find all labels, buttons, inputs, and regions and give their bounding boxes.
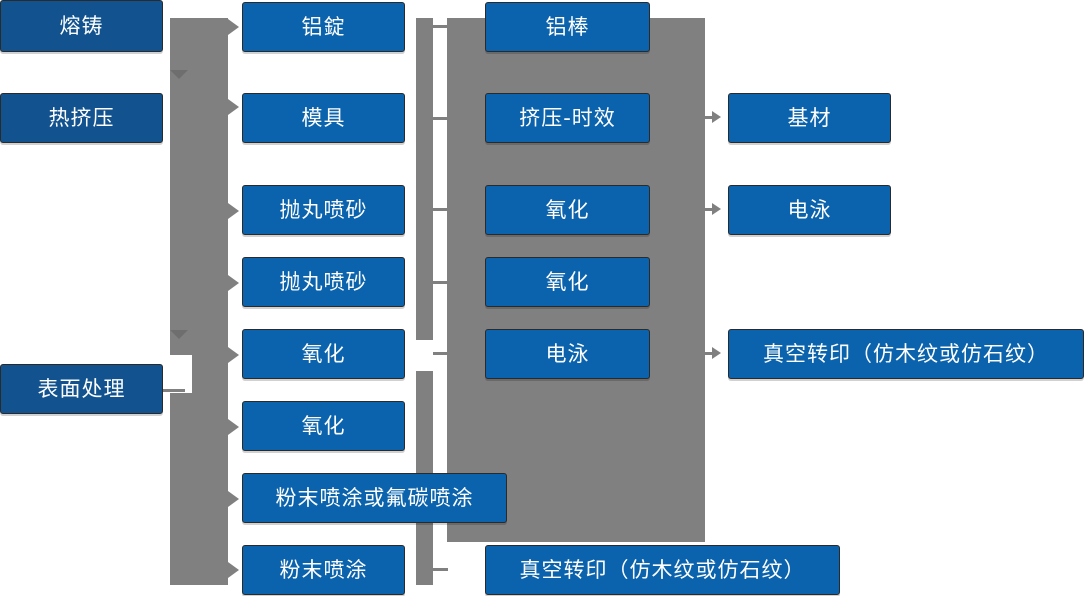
stage-bus-bar [170,18,228,585]
bus-arrow-5 [228,347,239,363]
stage-box-hot-extrusion[interactable]: 热挤压 [0,93,163,143]
stage-label: 熔铸 [59,13,104,38]
rail-tick-6 [433,568,448,571]
process-label: 粉末喷涂 [279,557,368,582]
process-box-aluminum-ingot[interactable]: 铝錠 [242,2,405,52]
detail-label: 氧化 [545,269,590,294]
output-stem-2 [705,208,717,211]
process-box-shot-blasting-2[interactable]: 抛丸喷砂 [242,257,405,307]
detail-box-oxidation-1[interactable]: 氧化 [485,185,650,235]
process-box-powder-or-fluorocarbon-coating[interactable]: 粉末喷涂或氟碳喷涂 [242,473,507,523]
bus-arrow-7 [228,491,239,507]
stage-box-melting[interactable]: 熔铸 [0,0,163,52]
rail-tick-5 [433,352,448,355]
bus-arrow-6 [228,419,239,435]
stage-label: 表面处理 [37,376,126,401]
output-label: 真空转印（仿木纹或仿石纹） [763,341,1049,366]
process-box-mold[interactable]: 模具 [242,93,405,143]
stage-label: 热挤压 [48,105,115,130]
detail-box-oxidation-2[interactable]: 氧化 [485,257,650,307]
process-label: 模具 [301,105,346,130]
output-label: 电泳 [787,197,832,222]
process-label: 抛丸喷砂 [279,197,368,222]
output-box-vacuum-transfer-print[interactable]: 真空转印（仿木纹或仿石纹） [728,329,1084,379]
bus-arrow-4 [228,275,239,291]
process-label: 铝錠 [301,14,346,39]
detail-box-extrusion-aging[interactable]: 挤压-时效 [485,93,650,143]
rail-tick-2 [433,117,448,120]
output-stem-1 [705,116,717,119]
output-arrow-3 [712,347,721,359]
output-stem-3 [705,352,717,355]
detail-label: 真空转印（仿木纹或仿石纹） [519,557,806,582]
bus-arrow-2 [228,99,239,115]
detail-label: 挤压-时效 [519,105,616,130]
bus-arrow-3 [228,203,239,219]
stage-flow-chevron-1 [170,70,188,79]
rail-tick-1 [433,25,448,28]
detail-box-aluminum-bar[interactable]: 铝棒 [485,2,650,52]
surface-treatment-stem [163,389,185,392]
process-box-oxidation-2[interactable]: 氧化 [242,401,405,451]
output-label: 基材 [787,105,832,130]
stage-bus-notch [170,355,192,393]
rail-tick-4 [433,281,448,284]
detail-label: 氧化 [545,197,590,222]
detail-label: 铝棒 [545,14,590,39]
output-arrow-2 [712,203,721,215]
detail-box-vacuum-transfer-print[interactable]: 真空转印（仿木纹或仿石纹） [485,545,840,595]
process-box-shot-blasting-1[interactable]: 抛丸喷砂 [242,185,405,235]
output-box-electrophoresis[interactable]: 电泳 [728,185,891,235]
process-label: 抛丸喷砂 [279,269,368,294]
bus-arrow-1 [228,19,239,35]
output-box-substrate[interactable]: 基材 [728,93,891,143]
process-label: 粉末喷涂或氟碳喷涂 [275,485,474,510]
detail-box-electrophoresis[interactable]: 电泳 [485,329,650,379]
process-box-oxidation-1[interactable]: 氧化 [242,329,405,379]
output-arrow-1 [712,111,721,123]
process-rail-upper [416,18,433,340]
process-label: 氧化 [301,341,346,366]
detail-label: 电泳 [545,341,590,366]
stage-box-surface-treatment[interactable]: 表面处理 [0,364,163,414]
rail-tick-3 [433,208,448,211]
stage-flow-chevron-2 [170,330,188,339]
bus-arrow-8 [228,562,239,578]
process-label: 氧化 [301,413,346,438]
process-box-powder-coating[interactable]: 粉末喷涂 [242,545,405,595]
